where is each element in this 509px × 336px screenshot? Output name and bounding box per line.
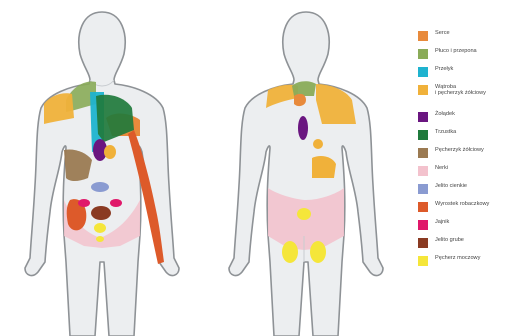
legend-swatch [418, 49, 428, 59]
legend-label: Jelito grube [435, 237, 464, 243]
legend-label: Jelito cienkie [435, 183, 467, 189]
legend-label: Wątroba i pęcherzyk żółciowy [435, 84, 486, 97]
legend-swatch [418, 67, 428, 77]
legend-item: Pęcherz moczowy [418, 255, 508, 273]
legend-swatch [418, 202, 428, 212]
legend-item: Płuco i przepona [418, 48, 508, 66]
legend-swatch [418, 130, 428, 140]
legend-item: Jelito grube [418, 237, 508, 255]
legend-swatch [418, 85, 428, 95]
legend-label: Wyrostek robaczkowy [435, 201, 489, 207]
legend-swatch [418, 220, 428, 230]
legend-swatch [418, 256, 428, 266]
legend-label: Pęcherzyk żółciowy [435, 147, 484, 153]
legend-swatch [418, 31, 428, 41]
front-body-outline [25, 12, 179, 336]
legend-label: Przełyk [435, 66, 453, 72]
legend-label: Nerki [435, 165, 448, 171]
legend-item: Serce [418, 30, 508, 48]
legend-item: Jajnik [418, 219, 508, 237]
legend-item: Pęcherzyk żółciowy [418, 147, 508, 165]
legend-swatch [418, 166, 428, 176]
legend-swatch [418, 184, 428, 194]
legend-item: Wątroba i pęcherzyk żółciowy [418, 84, 508, 111]
legend-label: Trzustka [435, 129, 456, 135]
legend-swatch [418, 112, 428, 122]
legend-label: Żołądek [435, 111, 455, 117]
legend-swatch [418, 238, 428, 248]
back-body [229, 12, 383, 336]
legend-swatch [418, 148, 428, 158]
legend-item: Jelito cienkie [418, 183, 508, 201]
legend-label: Płuco i przepona [435, 48, 477, 54]
body-pain-map [0, 0, 400, 336]
legend-label: Serce [435, 30, 450, 36]
legend-label: Pęcherz moczowy [435, 255, 480, 261]
front-body [25, 12, 179, 336]
legend-item: Wyrostek robaczkowy [418, 201, 508, 219]
legend-item: Przełyk [418, 66, 508, 84]
legend-item: Żołądek [418, 111, 508, 129]
back-body-outline [229, 12, 383, 336]
legend-item: Trzustka [418, 129, 508, 147]
legend-item: Nerki [418, 165, 508, 183]
legend-label: Jajnik [435, 219, 449, 225]
